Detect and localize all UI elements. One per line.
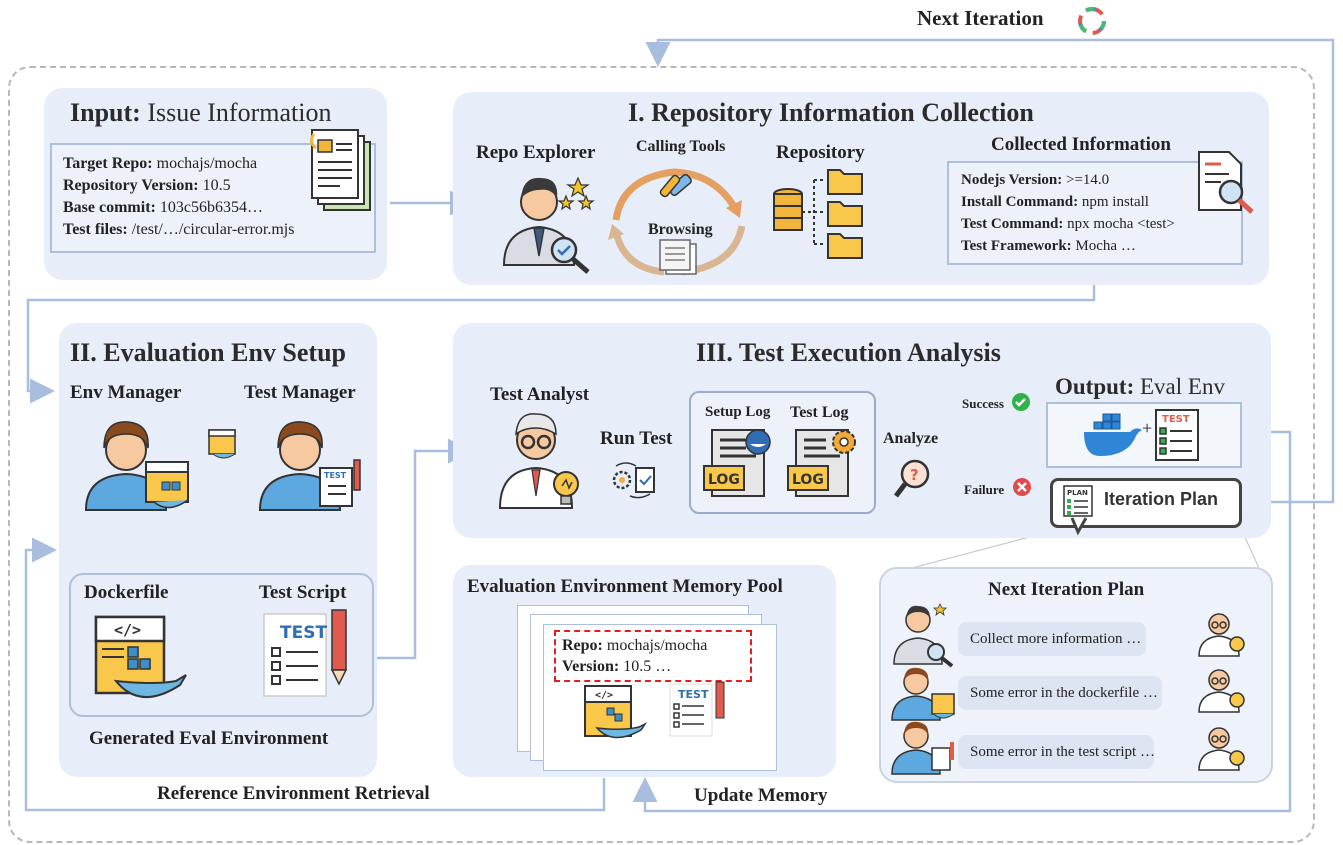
svg-text:</>: </> bbox=[595, 690, 613, 701]
env-manager-label: Env Manager bbox=[70, 382, 182, 403]
repository-label: Repository bbox=[776, 142, 865, 163]
dockerfile-small-icon bbox=[208, 429, 236, 459]
memory-card bbox=[543, 624, 777, 771]
repo-collection-title: I. Repository Information Collection bbox=[628, 98, 1034, 127]
collected-test-command: Test Command: npx mocha <test> bbox=[961, 216, 1175, 232]
collected-install-command: Install Command: npm install bbox=[961, 194, 1149, 210]
success-label: Success bbox=[962, 396, 1004, 411]
generated-env-label: Generated Eval Environment bbox=[89, 728, 329, 749]
svg-text:TEST: TEST bbox=[280, 623, 327, 643]
cycle-icon bbox=[1078, 7, 1106, 35]
test-analyst-avatar-icon bbox=[498, 413, 579, 509]
browsing-label: Browsing bbox=[648, 221, 713, 238]
plan-item-2: Some error in the dockerfile … bbox=[958, 676, 1162, 710]
env-manager-avatar-icon bbox=[84, 421, 189, 511]
dockerfile-label: Dockerfile bbox=[84, 582, 169, 603]
report-search-icon bbox=[1198, 151, 1254, 214]
collected-info-title: Collected Information bbox=[991, 134, 1171, 155]
env-setup-panel bbox=[59, 323, 377, 777]
next-iteration-loop bbox=[645, 38, 1335, 504]
input-fields: Target Repo: mochajs/mocha Repository Ve… bbox=[63, 153, 294, 241]
reference-retrieval-arrow bbox=[24, 537, 606, 812]
test-script-label: Test Script bbox=[259, 582, 347, 603]
field-repo-version: Repository Version: 10.5 bbox=[63, 177, 231, 194]
collected-test-framework: Test Framework: Mocha … bbox=[961, 238, 1136, 254]
document-icon bbox=[309, 129, 371, 211]
collected-to-env-arrow bbox=[26, 262, 1096, 404]
setup-log-icon: LOG bbox=[703, 429, 771, 497]
field-base-commit: Base commit: 103c56b6354… bbox=[63, 199, 263, 216]
generated-env-box bbox=[69, 573, 374, 717]
iteration-plan-label: Iteration Plan bbox=[1104, 489, 1219, 509]
plan-icon: PLAN bbox=[1063, 485, 1093, 517]
output-title: Output: Eval Env bbox=[1055, 374, 1225, 399]
svg-text:LOG: LOG bbox=[708, 472, 740, 488]
failure-cross-icon bbox=[1013, 478, 1031, 496]
analyze-label: Analyze bbox=[883, 430, 939, 447]
plan-analyst-icon-2 bbox=[1198, 669, 1245, 713]
memory-record-highlight bbox=[554, 630, 752, 682]
analyze-magnifier-icon: ? bbox=[894, 459, 930, 498]
reference-retrieval-label: Reference Environment Retrieval bbox=[157, 783, 430, 804]
input-title: Input: Issue Information bbox=[70, 98, 332, 127]
test-script-icon: TEST bbox=[263, 609, 348, 697]
next-iteration-label: Next Iteration bbox=[917, 6, 1044, 30]
script-to-exec-arrow bbox=[372, 438, 473, 660]
test-analyst-label: Test Analyst bbox=[490, 384, 590, 405]
docker-whale-icon bbox=[1084, 413, 1142, 456]
success-check-icon bbox=[1012, 393, 1030, 411]
memory-pool-title: Evaluation Environment Memory Pool bbox=[467, 576, 783, 597]
output-box bbox=[1046, 402, 1242, 468]
dockerfile-icon: </> bbox=[94, 615, 187, 699]
tools-cycle-icon bbox=[608, 168, 746, 276]
output-to-memory-arrow bbox=[632, 430, 1292, 813]
memory-repo: Repo: mochajs/mocha bbox=[562, 637, 708, 654]
stars-icon bbox=[557, 176, 595, 211]
repo-explorer-label: Repo Explorer bbox=[476, 142, 596, 163]
collected-info-box bbox=[947, 161, 1243, 265]
plan-row1-explorer-icon bbox=[893, 603, 954, 668]
outer-frame bbox=[8, 66, 1315, 843]
test-log-icon: LOG bbox=[787, 429, 856, 497]
test-log-label: Test Log bbox=[790, 404, 849, 421]
collected-fields: Nodejs Version: >=14.0 Install Command: … bbox=[961, 169, 1175, 257]
calling-tools-label: Calling Tools bbox=[636, 138, 726, 155]
svg-text:TEST: TEST bbox=[678, 688, 709, 701]
env-setup-title: II. Evaluation Env Setup bbox=[70, 338, 346, 367]
next-plan-title: Next Iteration Plan bbox=[988, 579, 1145, 600]
svg-text:TEST: TEST bbox=[1162, 414, 1190, 425]
field-test-files: Test files: /test/…/circular-error.mjs bbox=[63, 221, 295, 238]
plan-row2-env-icon bbox=[891, 667, 955, 721]
plan-item-3: Some error in the test script … bbox=[958, 735, 1155, 769]
setup-log-label: Setup Log bbox=[705, 404, 771, 420]
test-manager-label: Test Manager bbox=[244, 382, 356, 403]
svg-text:TEST: TEST bbox=[324, 471, 347, 480]
repo-explorer-avatar-icon bbox=[502, 177, 590, 274]
plan-analyst-icon-3 bbox=[1198, 727, 1245, 771]
callout-tail bbox=[1070, 517, 1088, 536]
memory-record: Repo: mochajs/mocha Version: 10.5 … bbox=[562, 635, 707, 677]
repository-folders-icon bbox=[773, 169, 863, 259]
memory-version: Version: 10.5 … bbox=[562, 658, 672, 675]
memory-test-icon: TEST bbox=[669, 681, 725, 737]
plan-row3-test-icon bbox=[891, 721, 954, 775]
plan-analyst-icon-1 bbox=[1198, 613, 1245, 657]
svg-text:?: ? bbox=[910, 466, 919, 484]
field-target-repo: Target Repo: mochajs/mocha bbox=[63, 155, 258, 172]
run-test-gears-icon bbox=[612, 462, 655, 499]
failure-label: Failure bbox=[964, 482, 1005, 497]
update-memory-label: Update Memory bbox=[694, 785, 828, 806]
test-checklist-icon: TEST bbox=[1155, 409, 1199, 461]
svg-text:</>: </> bbox=[114, 621, 141, 639]
test-manager-avatar-icon: TEST bbox=[258, 421, 361, 511]
svg-text:LOG: LOG bbox=[792, 472, 824, 488]
run-test-label: Run Test bbox=[600, 428, 673, 449]
svg-text:PLAN: PLAN bbox=[1067, 489, 1088, 497]
test-exec-title: III. Test Execution Analysis bbox=[696, 338, 1001, 367]
collected-node-version: Nodejs Version: >=14.0 bbox=[961, 172, 1110, 188]
memory-dockerfile-icon: </> bbox=[584, 685, 648, 739]
plan-item-1: Collect more information … bbox=[958, 622, 1146, 656]
plus-sign: + bbox=[1142, 418, 1153, 438]
